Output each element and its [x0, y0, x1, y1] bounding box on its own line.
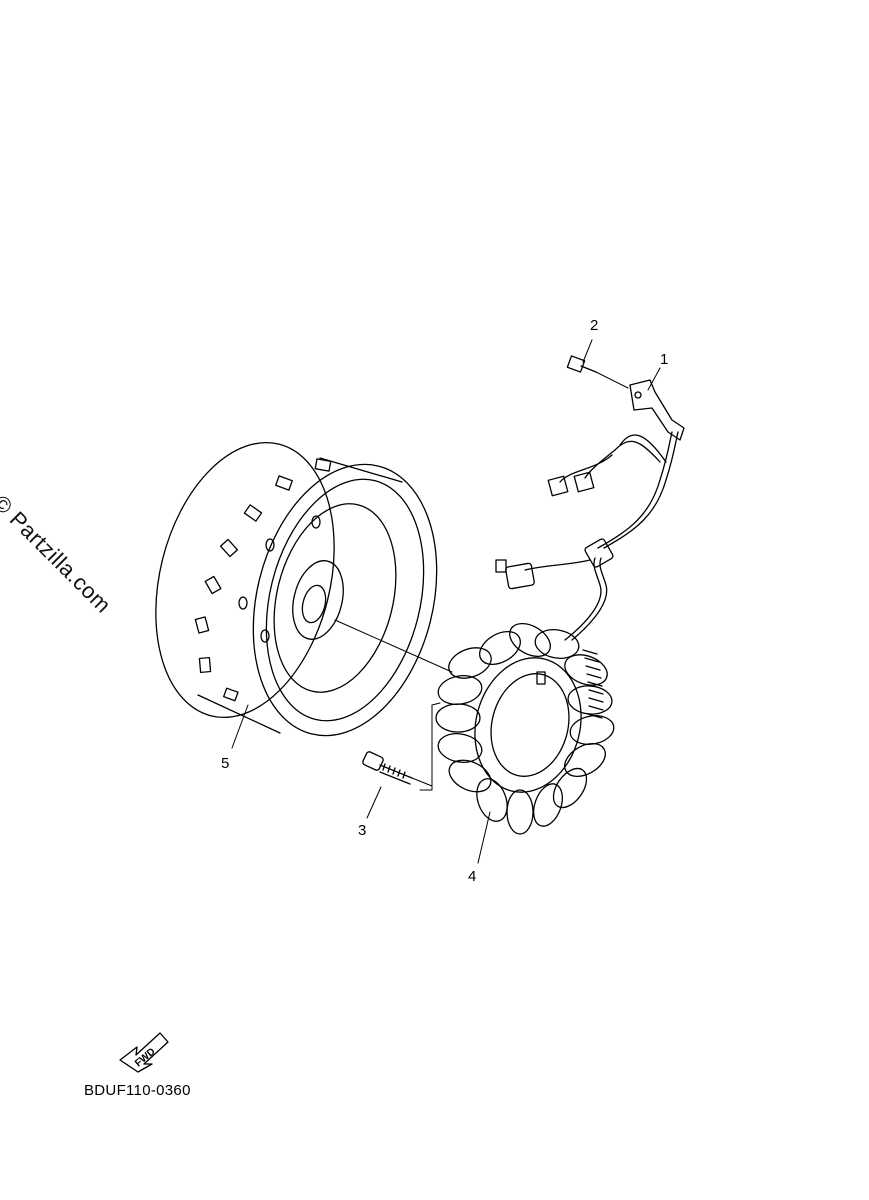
- callout-1: 1: [660, 351, 668, 368]
- callout-5: 5: [221, 755, 229, 772]
- flywheel-rotor: [155, 441, 438, 737]
- diagram-code: BDUF110-0360: [84, 1082, 191, 1099]
- leader-lines: [231, 339, 661, 864]
- stator-assembly: [435, 622, 615, 835]
- callout-3: 3: [358, 822, 366, 839]
- forward-arrow-icon: [119, 1032, 169, 1073]
- screw-part-2: [566, 355, 597, 373]
- callout-2: 2: [590, 317, 598, 334]
- callout-4: 4: [468, 868, 476, 885]
- screw-part-3: [362, 751, 413, 785]
- wire-harness: [495, 379, 685, 641]
